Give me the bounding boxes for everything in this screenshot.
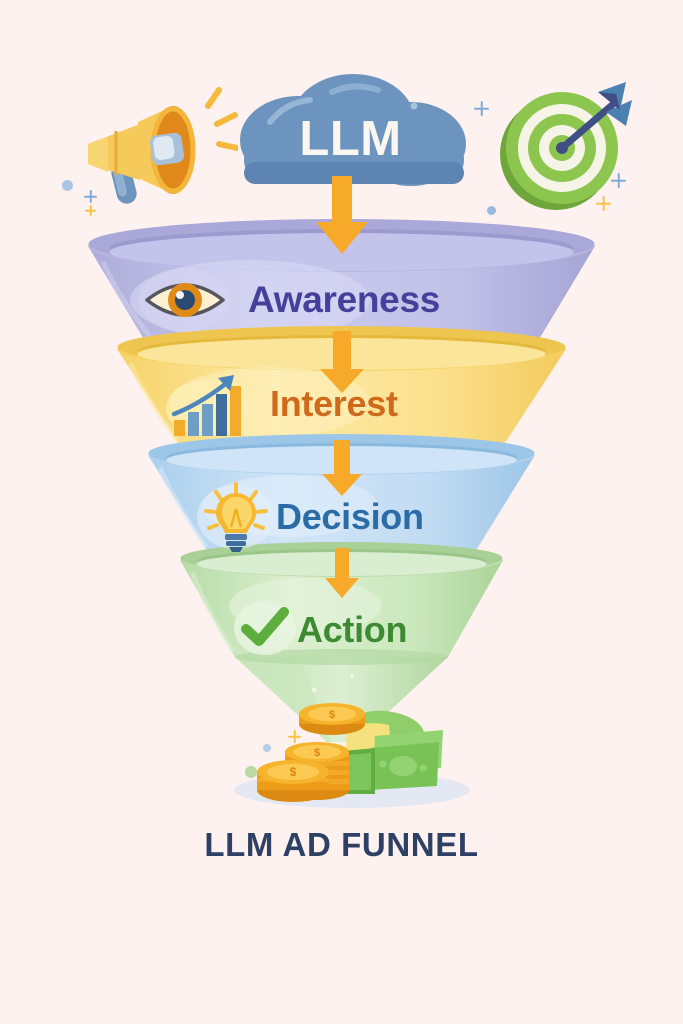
funnel-stage-action xyxy=(180,542,503,657)
page-title: LLM AD FUNNEL xyxy=(204,826,479,863)
funnel-spout xyxy=(234,649,449,742)
cloud-icon xyxy=(240,74,466,186)
cloud-label: LLM xyxy=(299,112,402,166)
